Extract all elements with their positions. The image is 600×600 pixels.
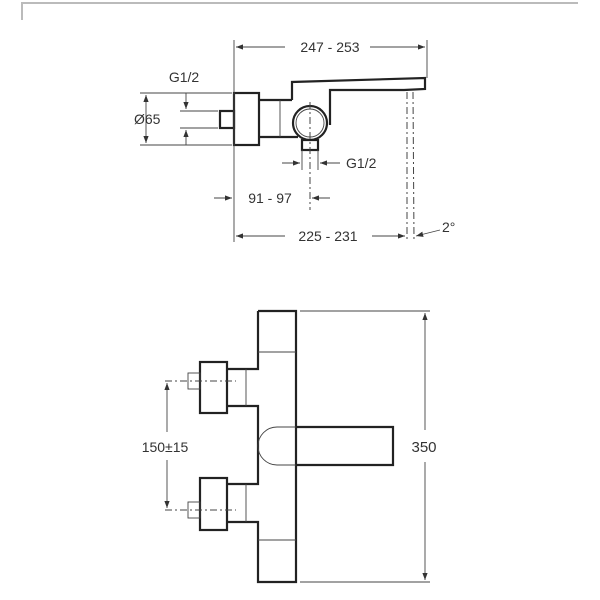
dimension-lines <box>140 40 441 242</box>
front-view: 350 150±15 <box>142 309 437 584</box>
dim-outlet-offset: 91 - 97 <box>248 190 292 206</box>
dim-inlet-spacing: 150±15 <box>142 439 189 455</box>
dim-spout-reach: 225 - 231 <box>298 228 357 244</box>
frame-border <box>21 2 578 20</box>
dim-total-length: 247 - 253 <box>300 39 359 55</box>
dim-inlet-thread: G1/2 <box>169 69 200 85</box>
dim-angle: 2° <box>442 219 455 235</box>
faucet-side-outline <box>218 76 427 243</box>
faucet-front-outline <box>165 309 395 584</box>
dim-height: 350 <box>411 439 436 456</box>
dim-diameter: Ø65 <box>134 111 161 127</box>
dim-outlet-thread: G1/2 <box>346 155 377 171</box>
side-view: 247 - 253 G1/2 Ø65 G1/2 91 - 97 225 - 23… <box>134 39 455 244</box>
dimension-lines <box>164 310 430 583</box>
